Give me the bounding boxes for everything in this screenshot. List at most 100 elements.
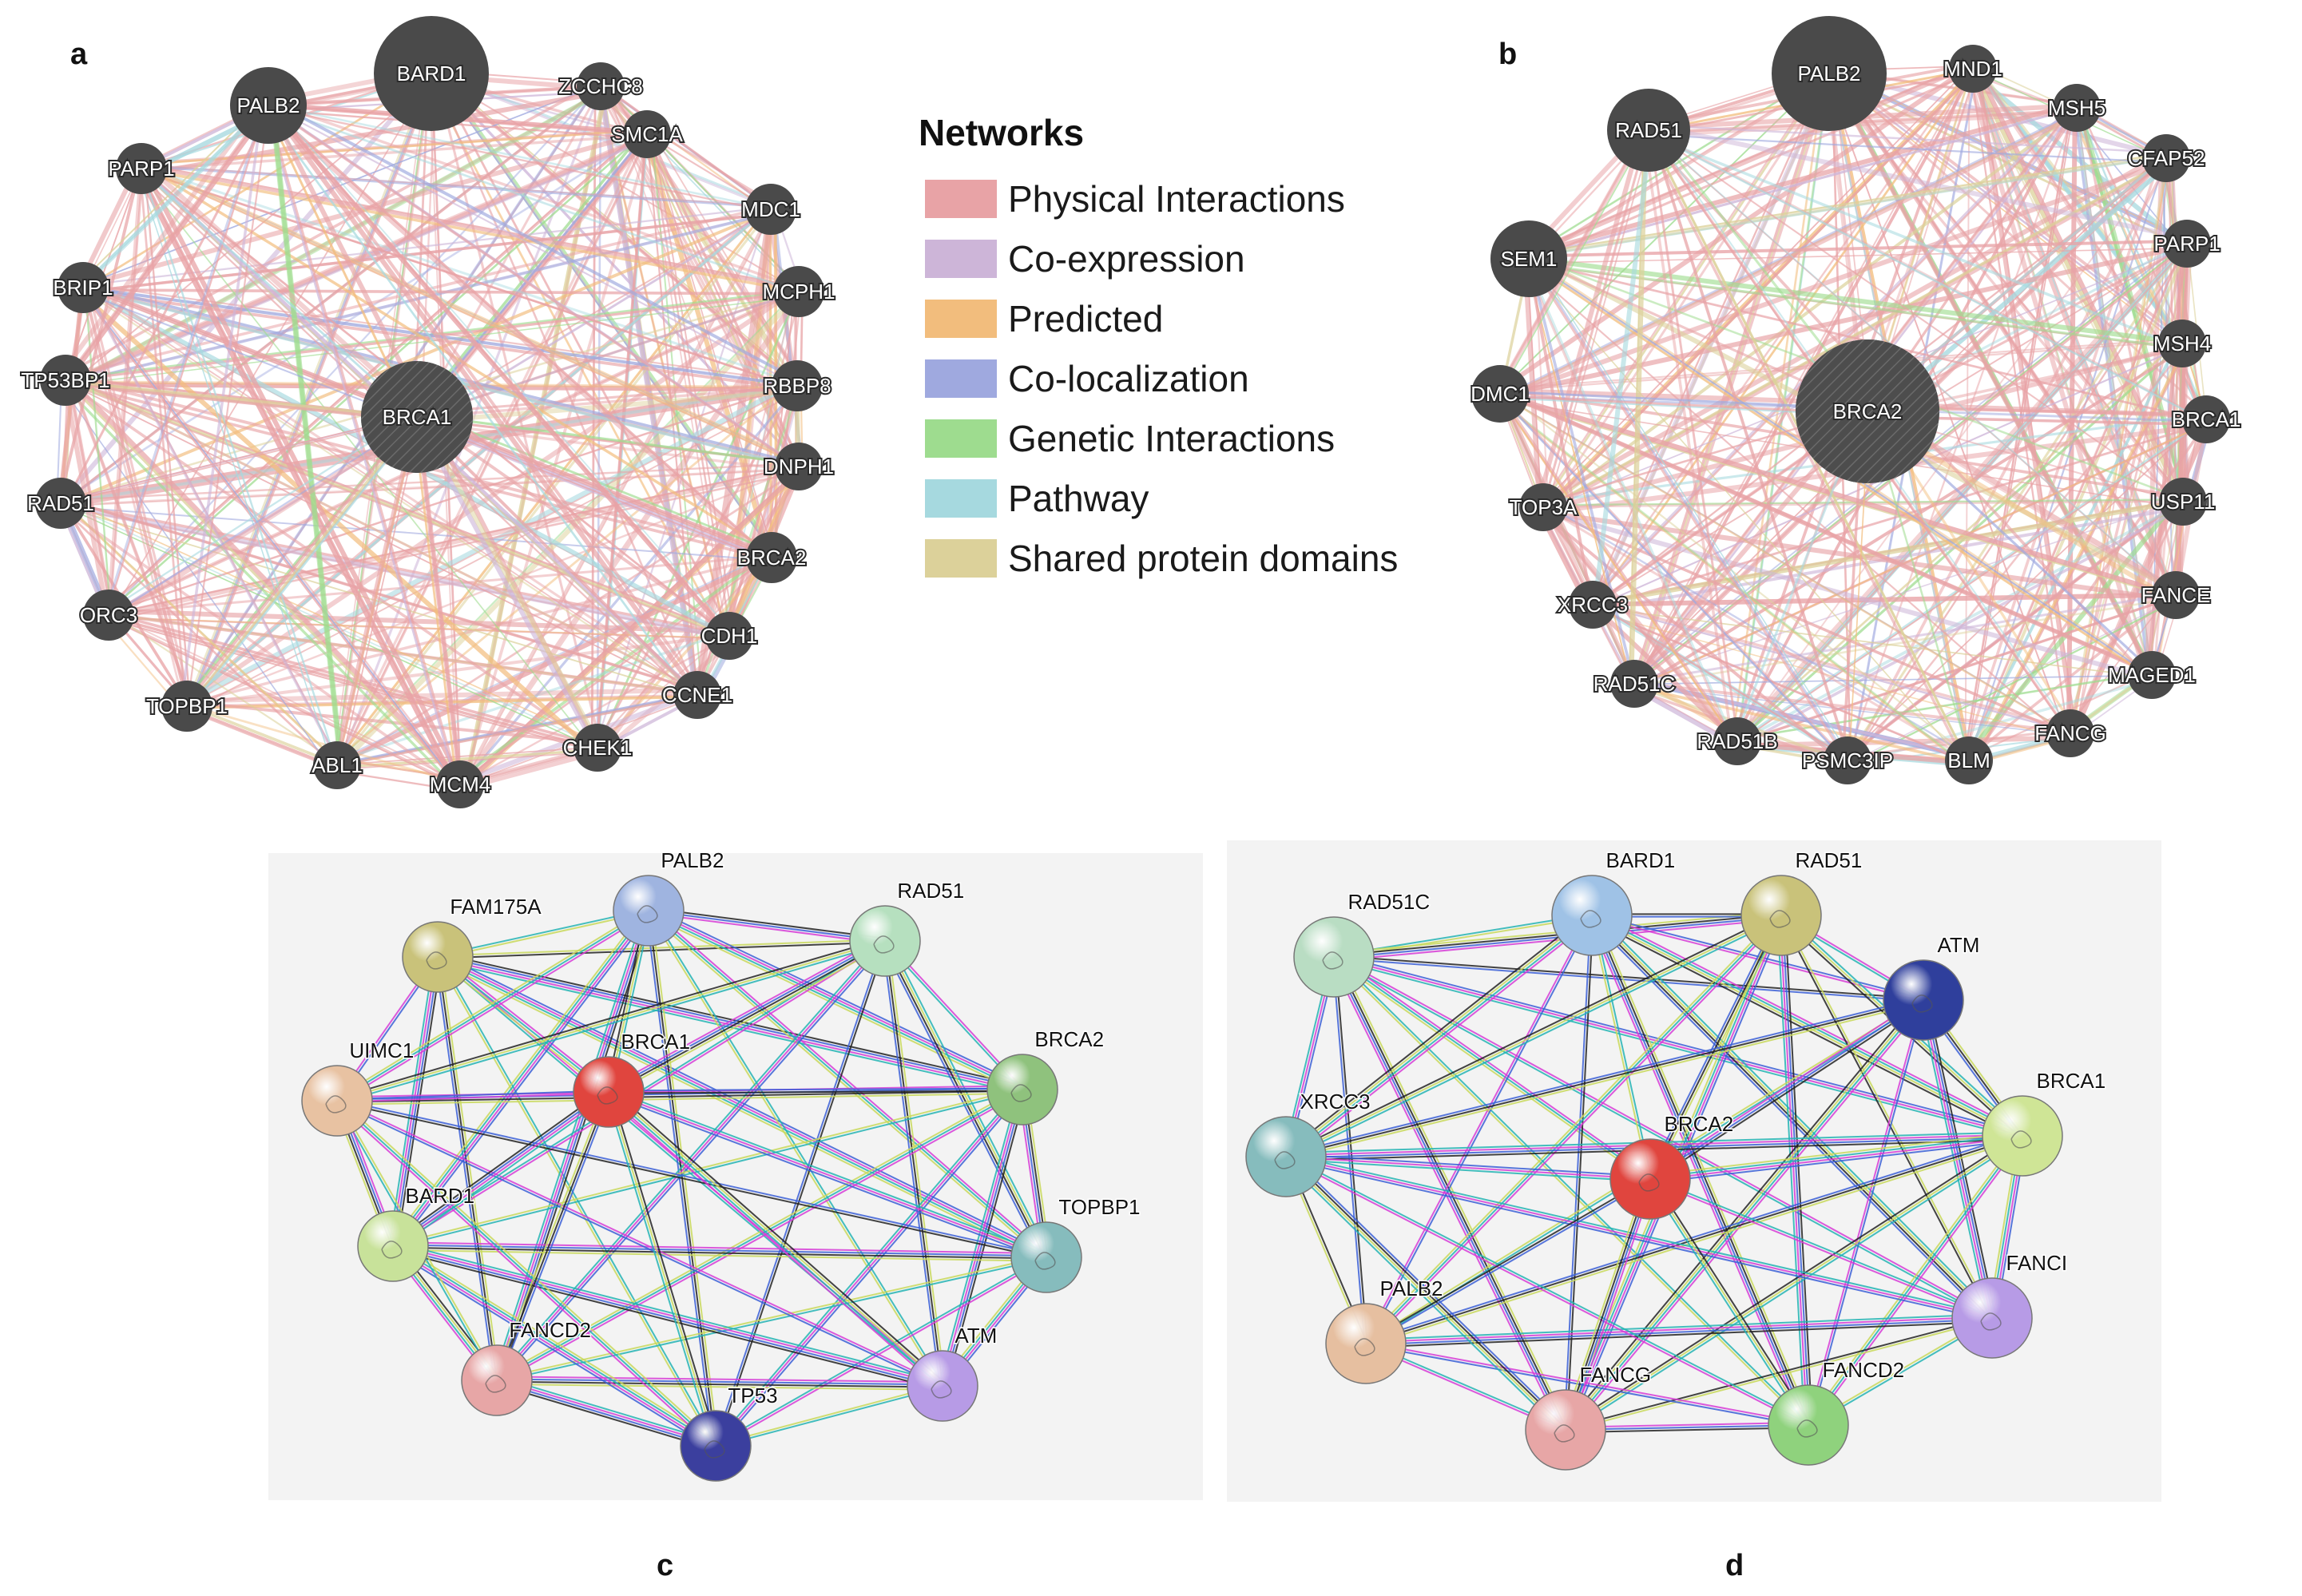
panel-b-node[interactable]: BLM xyxy=(1945,736,1993,784)
panel-b-node[interactable]: FANCE xyxy=(2140,571,2212,619)
panel-c-node-ball xyxy=(613,875,685,947)
panel-c-node[interactable]: BRCA1 xyxy=(573,1029,692,1128)
panel-b-node[interactable]: TOP3A xyxy=(1508,483,1579,531)
panel-c-node[interactable]: FAM175A xyxy=(402,894,543,993)
panel-a-node[interactable]: PALB2 xyxy=(230,67,307,144)
panel-d-node[interactable]: BRCA2 xyxy=(1609,1111,1735,1220)
panel-d-node-label: RAD51 xyxy=(1796,848,1863,872)
networks-legend: Networks Physical InteractionsCo-express… xyxy=(919,112,1398,579)
panel-b-node[interactable]: PARP1 xyxy=(2152,220,2222,268)
panel-c-node-ball xyxy=(680,1410,752,1482)
panel-a-edge xyxy=(263,108,694,699)
panel-d-node[interactable]: BRCA1 xyxy=(1982,1068,2107,1177)
panel-d-node[interactable]: RAD51C xyxy=(1293,889,1431,998)
panel-b-node[interactable]: SEM1 xyxy=(1490,220,1567,297)
panel-a-node[interactable]: MCPH1 xyxy=(760,266,837,317)
panel-b-edge xyxy=(1970,70,2188,249)
panel-b-node[interactable]: MND1 xyxy=(1942,45,2004,93)
panel-d-edge xyxy=(1285,1156,1993,1319)
panel-d-node[interactable]: PALB2 xyxy=(1325,1276,1444,1384)
panel-d-node-label: FANCD2 xyxy=(1823,1358,1905,1382)
panel-b-edge xyxy=(1536,124,1646,503)
panel-a-node[interactable]: DNPH1 xyxy=(762,443,835,490)
panel-c-edge xyxy=(649,907,1049,1257)
panel-b-node[interactable]: RAD51C xyxy=(1592,660,1677,708)
panel-b-node[interactable]: PALB2 xyxy=(1772,16,1887,131)
panel-a-node[interactable]: ORC3 xyxy=(78,590,139,641)
panel-a-edge xyxy=(180,102,264,704)
panel-a-node[interactable]: BRIP1 xyxy=(51,262,115,313)
panel-d-edge xyxy=(1366,915,1594,1345)
panel-a-edge xyxy=(190,695,701,709)
legend-label: Co-localization xyxy=(1008,358,1249,399)
panel-c-edge xyxy=(610,1088,946,1384)
legend-swatch xyxy=(925,419,997,458)
panel-a-node[interactable]: TP53BP1 xyxy=(19,355,112,406)
panel-c-node[interactable]: BRCA2 xyxy=(986,1026,1105,1126)
panel-a-node[interactable]: CHEK1 xyxy=(562,724,633,772)
panel-d-node[interactable]: ATM xyxy=(1883,932,1981,1041)
panel-c-node[interactable]: ATM xyxy=(907,1323,998,1422)
panel-b-node[interactable]: FANCG xyxy=(2033,709,2108,757)
panel-c-node[interactable]: TOPBP1 xyxy=(1010,1194,1141,1293)
panel-c-node[interactable]: FANCD2 xyxy=(461,1317,592,1416)
panel-a-node[interactable]: SMC1A xyxy=(609,110,685,158)
panel-d-node[interactable]: FANCD2 xyxy=(1768,1357,1906,1466)
panel-c-node[interactable]: RAD51 xyxy=(849,878,966,977)
panel-letter-c: c xyxy=(657,1549,673,1582)
panel-a-node-circle xyxy=(313,741,361,789)
panel-b-node[interactable]: MSH5 xyxy=(2046,84,2107,132)
panel-b-node[interactable]: MSH4 xyxy=(2152,320,2213,367)
panel-a-edge xyxy=(185,414,418,705)
panel-c-edge xyxy=(880,942,1044,1260)
panel-a-node[interactable]: RAD51 xyxy=(26,478,96,529)
panel-b-node[interactable]: USP11 xyxy=(2149,478,2217,526)
panel-c-node[interactable]: TP53 xyxy=(680,1383,779,1482)
panel-d-node-ball xyxy=(1293,916,1375,998)
panel-c-node[interactable]: PALB2 xyxy=(613,848,725,947)
panel-a-node[interactable]: RBBP8 xyxy=(761,360,833,411)
panel-a-node[interactable]: MCM4 xyxy=(428,760,492,808)
panel-d-node[interactable]: BARD1 xyxy=(1551,848,1677,956)
panel-b-node[interactable]: BRCA2 xyxy=(1796,339,1939,483)
panel-b-edge xyxy=(1644,133,1967,764)
panel-a-node[interactable]: TOPBP1 xyxy=(145,681,229,732)
panel-b-node-circle xyxy=(1519,483,1567,531)
panel-a-node[interactable]: ZCCHC8 xyxy=(557,62,645,110)
panel-b-node[interactable]: RAD51B xyxy=(1695,717,1780,765)
panel-a-node[interactable]: PARP1 xyxy=(106,143,177,194)
panel-a-edge xyxy=(56,502,335,766)
panel-d-edge xyxy=(1365,1135,2023,1344)
panel-b-node[interactable]: BRCA1 xyxy=(2170,395,2242,443)
panel-b-node[interactable]: CFAP52 xyxy=(2126,134,2206,182)
panel-a-node[interactable]: CCNE1 xyxy=(661,671,734,719)
panel-a-node[interactable]: CDH1 xyxy=(700,612,759,660)
panel-b-node[interactable]: DMC1 xyxy=(1469,365,1531,423)
panel-a-node[interactable]: BRCA1 xyxy=(361,361,473,473)
panel-b-node[interactable]: RAD51 xyxy=(1607,89,1690,172)
panel-c-edge xyxy=(945,1090,1027,1388)
panel-a-node[interactable]: ABL1 xyxy=(310,741,364,789)
panel-a-edge xyxy=(269,105,732,637)
panel-a-node[interactable]: BRCA2 xyxy=(736,532,808,583)
panel-b-node[interactable]: XRCC3 xyxy=(1556,581,1629,629)
panel-a-node[interactable]: MDC1 xyxy=(740,184,802,235)
panel-d-node[interactable]: RAD51 xyxy=(1740,848,1863,956)
panel-d-edge xyxy=(1334,955,1924,1000)
panel-a-edge xyxy=(462,633,732,784)
panel-a-edge xyxy=(146,89,607,177)
panel-a-node[interactable]: BARD1 xyxy=(374,16,489,131)
panel-d-node[interactable]: FANCG xyxy=(1525,1362,1653,1471)
panel-c-edge xyxy=(337,1092,1023,1106)
panel-b-node[interactable]: MAGED1 xyxy=(2106,651,2197,699)
panel-c-structure-icon xyxy=(485,1375,506,1393)
panel-c-edges xyxy=(332,906,1051,1451)
panel-d-node[interactable]: XRCC3 xyxy=(1245,1089,1371,1197)
panel-c-node[interactable]: BARD1 xyxy=(357,1183,476,1282)
panel-b-node[interactable]: PSMC3IP xyxy=(1800,736,1895,784)
panel-c-edge xyxy=(496,1378,943,1386)
panel-c-node-label: TP53 xyxy=(728,1384,777,1407)
panel-c-node[interactable]: UIMC1 xyxy=(301,1038,415,1137)
panel-d-node[interactable]: FANCI xyxy=(1951,1250,2069,1359)
panel-a-edge xyxy=(70,76,438,384)
